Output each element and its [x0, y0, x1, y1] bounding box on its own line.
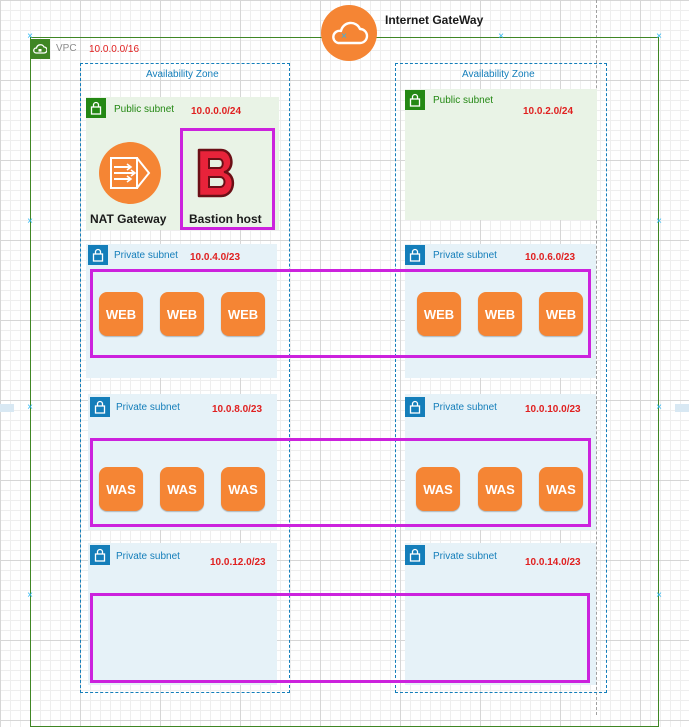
- was-server[interactable]: WAS: [99, 467, 143, 511]
- left-edge-tab: [0, 404, 14, 412]
- subnet-label: Private subnet: [116, 551, 180, 562]
- web-server[interactable]: WEB: [539, 292, 583, 336]
- subnet-label: Public subnet: [433, 95, 494, 106]
- bastion-b-icon: [193, 147, 239, 199]
- web-server[interactable]: WEB: [160, 292, 204, 336]
- handle-marker: ×: [656, 216, 662, 227]
- handle-marker: ×: [27, 216, 33, 227]
- web-server[interactable]: WEB: [417, 292, 461, 336]
- handle-marker: ×: [27, 590, 33, 601]
- availability-zone-1[interactable]: [80, 63, 290, 693]
- az-1-label: Availability Zone: [146, 69, 219, 80]
- nat-gateway[interactable]: [99, 142, 161, 204]
- web-server[interactable]: WEB: [221, 292, 265, 336]
- handle-marker: ×: [27, 31, 33, 42]
- handle-marker: ×: [656, 31, 662, 42]
- vpc-label: VPC: [56, 43, 77, 54]
- web-server[interactable]: WEB: [99, 292, 143, 336]
- subnet-cidr: 10.0.0.0/24: [191, 106, 242, 117]
- lock-icon: [90, 545, 110, 565]
- subnet-cidr: 10.0.14.0/23: [525, 557, 581, 568]
- subnet-cidr: 10.0.6.0/23: [525, 252, 576, 263]
- nat-gateway-icon: [110, 157, 151, 189]
- was-server[interactable]: WAS: [416, 467, 460, 511]
- right-guide-line: [596, 0, 597, 715]
- cloud-lock-icon: [30, 39, 50, 59]
- web-server[interactable]: WEB: [478, 292, 522, 336]
- lock-icon: [90, 397, 110, 417]
- internet-gateway-label: Internet GateWay: [385, 13, 484, 27]
- lock-icon: [86, 98, 106, 118]
- bastion-host-label: Bastion host: [189, 212, 262, 226]
- private-subnet-az2-data[interactable]: [405, 543, 596, 685]
- right-edge-tab: [675, 404, 689, 412]
- public-subnet-az2[interactable]: [405, 89, 597, 220]
- handle-marker: ×: [498, 31, 504, 42]
- subnet-label: Public subnet: [114, 104, 175, 115]
- nat-gateway-label: NAT Gateway: [90, 212, 167, 226]
- bastion-host-highlight[interactable]: [180, 128, 275, 230]
- lock-icon: [405, 397, 425, 417]
- subnet-cidr: 10.0.2.0/24: [523, 106, 574, 117]
- private-subnet-az1-data[interactable]: [88, 543, 277, 685]
- was-server[interactable]: WAS: [221, 467, 265, 511]
- az-2-label: Availability Zone: [462, 69, 535, 80]
- was-server[interactable]: WAS: [160, 467, 204, 511]
- was-tier-highlight[interactable]: [90, 438, 591, 527]
- vpc-cidr: 10.0.0.0/16: [89, 44, 140, 55]
- handle-marker: ×: [656, 402, 662, 413]
- lock-icon: [405, 90, 425, 110]
- data-tier-highlight[interactable]: [90, 593, 590, 683]
- subnet-label: Private subnet: [114, 250, 178, 261]
- was-server[interactable]: WAS: [478, 467, 522, 511]
- subnet-cidr: 10.0.12.0/23: [210, 557, 266, 568]
- lock-icon: [405, 245, 425, 265]
- subnet-cidr: 10.0.10.0/23: [525, 404, 581, 415]
- lock-icon: [405, 545, 425, 565]
- internet-gateway[interactable]: [321, 5, 377, 61]
- subnet-cidr: 10.0.8.0/23: [212, 404, 263, 415]
- subnet-label: Private subnet: [433, 551, 497, 562]
- handle-marker: ×: [27, 402, 33, 413]
- availability-zone-2[interactable]: [395, 63, 607, 693]
- handle-marker: ×: [341, 31, 347, 42]
- lock-icon: [88, 245, 108, 265]
- subnet-cidr: 10.0.4.0/23: [190, 252, 241, 263]
- web-tier-highlight[interactable]: [90, 269, 591, 358]
- subnet-label: Private subnet: [116, 402, 180, 413]
- subnet-label: Private subnet: [433, 402, 497, 413]
- cloud-icon: [332, 21, 369, 45]
- was-server[interactable]: WAS: [539, 467, 583, 511]
- handle-marker: ×: [656, 590, 662, 601]
- subnet-label: Private subnet: [433, 250, 497, 261]
